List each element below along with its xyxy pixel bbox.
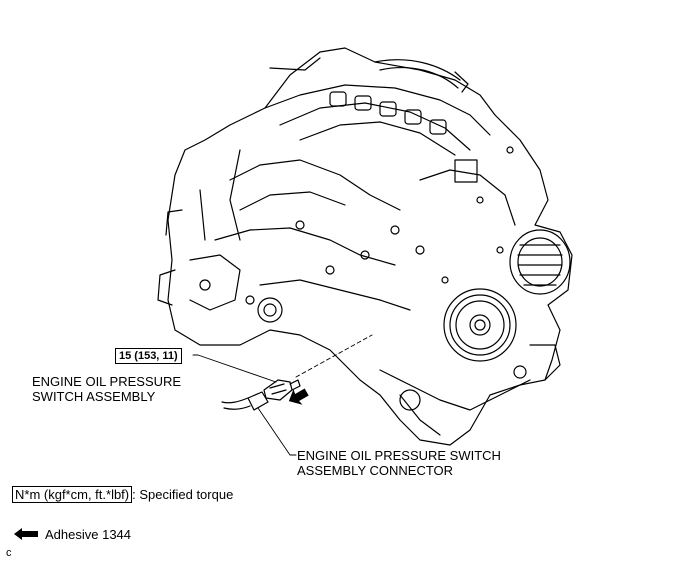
torque-legend-desc: : Specified torque: [132, 487, 234, 502]
switch-label-line1: ENGINE OIL PRESSURE: [32, 374, 182, 389]
adhesive-legend-label: Adhesive 1344: [45, 527, 132, 542]
crank-pulley: [443, 288, 517, 362]
connector-label-line1: ENGINE OIL PRESSURE SWITCH: [297, 448, 501, 463]
alternator: [509, 229, 571, 295]
connector-label-line2: ASSEMBLY CONNECTOR: [297, 463, 454, 478]
connector-leader-line: [257, 407, 297, 456]
torque-legend-units: N*m (kgf*cm, ft.*lbf): [12, 486, 133, 503]
install-leader-line: [295, 334, 373, 378]
engine-block-outline: [167, 47, 573, 446]
switch-connector: [221, 391, 269, 411]
corner-mark: c: [6, 547, 12, 559]
adhesive-legend-arrow: [14, 528, 38, 540]
adhesive-arrow-marker: [288, 388, 309, 405]
torque-leader-line: [192, 354, 277, 383]
torque-callout-box: 15 (153, 11): [115, 348, 182, 364]
torque-legend: N*m (kgf*cm, ft.*lbf): Specified torque: [12, 486, 234, 503]
switch-label-line2: SWITCH ASSEMBLY: [32, 389, 156, 404]
